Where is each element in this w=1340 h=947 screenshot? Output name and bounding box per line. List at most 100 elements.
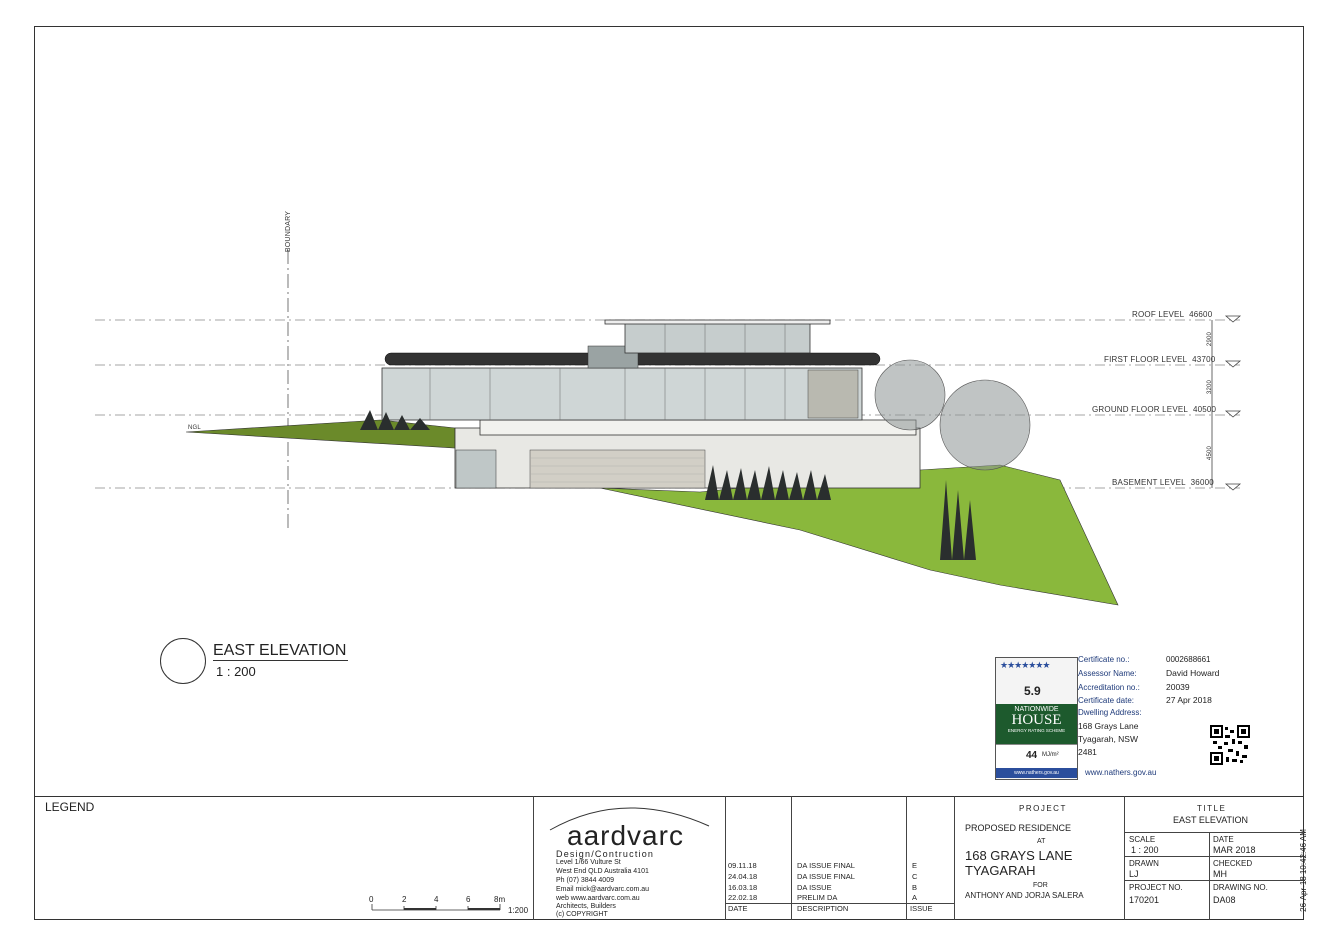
first-floor-level-label: FIRST FLOOR LEVEL 43700 [1104,355,1216,364]
revision-header-rule [725,903,954,904]
shrub-row [360,410,430,430]
project-no-label: PROJECT NO. [1129,883,1183,892]
badge-line2: HOUSE [1011,712,1062,728]
screen-panel [807,369,859,419]
cert-website: www.nathers.gov.au [1085,768,1157,777]
address-line: Tyagarah, NSW [1078,734,1138,744]
revision-issue: B [912,883,918,892]
revision-issue-header: ISSUE [910,904,933,913]
drawn-value: LJ [1129,869,1139,879]
view-scale: 1 : 200 [216,664,256,679]
star-rating: 5.9 [1024,684,1041,698]
revision-date: 22.02.18 [728,893,758,902]
address-line: 2481 [1078,747,1097,757]
date-label: DATE [1213,835,1234,844]
firm-line: Email mick@aardvarc.com.au [556,886,650,893]
firm-line: Architects, Builders [556,903,616,910]
scale-tick: 8m [494,895,506,904]
title-heading: TITLE [1197,804,1227,813]
revision-desc-header: DESCRIPTION [797,904,849,913]
east-elevation-drawing [95,250,1242,606]
ground-left [185,419,456,449]
qr-code-icon [1210,725,1250,765]
drawing-title-block: TITLE EAST ELEVATION SCALE 1 : 200 DATE … [1124,796,1305,920]
badge-line1: NATIONWIDE [1014,706,1059,713]
drawn-label: DRAWN [1129,859,1159,868]
energy-unit: MJ/m² [1042,752,1059,758]
level-marker [1224,360,1242,368]
legend-label: LEGEND [45,800,95,814]
revision-date-col [725,796,791,920]
firm-line: Level 1/66 Vulture St [556,859,621,866]
project-block: PROJECT PROPOSED RESIDENCE AT 168 GRAYS … [954,796,1124,920]
energy-value: 44 [1026,750,1038,761]
level-marker [1224,410,1242,418]
firm-line: (c) COPYRIGHT [556,911,608,918]
revision-issue-col [906,796,954,920]
level-marker [1224,315,1242,323]
firm-line: West End QLD Australia 4101 [556,868,649,875]
cert-date-value: 27 Apr 2018 [1166,695,1212,705]
firm-block: aardvarc Design/Contruction Level 1/66 V… [533,796,725,920]
revision-issue: E [912,861,918,870]
shrub-row [705,465,831,500]
revision-desc: DA ISSUE FINAL [797,861,855,870]
project-address1: 168 GRAYS LANE [965,848,1073,863]
checked-value: MH [1213,869,1227,879]
roof-level-label: ROOF LEVEL 46600 [1132,310,1213,319]
view-title: EAST ELEVATION [213,642,349,661]
revision-date: 09.11.18 [728,861,757,870]
firm-line: Ph (07) 3844 4009 [556,877,614,884]
revision-date: 16.03.18 [728,883,758,892]
basement-level-label: BASEMENT LEVEL 36000 [1112,478,1214,487]
revision-date-header: DATE [728,904,748,913]
assessor-label: Assessor Name: [1078,669,1137,678]
revision-desc-col [791,796,906,920]
dim-label: 3200 [1207,379,1214,395]
revision-issue: C [912,872,918,881]
level-marker [1224,483,1242,491]
checked-label: CHECKED [1213,859,1253,868]
upper-floor-volume [624,322,811,354]
project-address2: TYAGARAH [965,863,1036,878]
scale-label: SCALE [1129,835,1156,844]
project-heading: PROJECT [1019,804,1067,813]
dim-label: 2900 [1207,331,1214,347]
scale-value: 1 : 200 [1131,845,1159,855]
scale-tick: 2 [402,895,407,904]
scale-tick: 4 [434,895,439,904]
scale-ratio: 1:200 [508,906,529,915]
cert-date-label: Certificate date: [1078,696,1135,705]
dim-label: 4500 [1207,445,1214,461]
project-no-value: 170201 [1129,895,1160,905]
star-icons: ★★★★★★★ [1000,660,1050,670]
view-title-bubble [160,638,206,684]
basement-glazing [455,449,497,489]
badge-line3: ENERGY RATING SCHEME [1007,728,1066,733]
project-for: FOR [1033,882,1048,889]
title-value: EAST ELEVATION [1173,815,1249,825]
ground-floor-level-label: GROUND FLOOR LEVEL 40500 [1092,405,1217,414]
ngl-label: NGL [188,425,201,431]
ground-floor-volume [381,367,863,421]
scale-bar [371,904,501,911]
revision-issue: A [912,893,918,902]
ground-floor-slab [479,419,917,436]
titleblock [34,796,1304,921]
garage-door [529,449,706,489]
address-line: 168 Grays Lane [1078,721,1139,731]
boundary-label: BOUNDARY [285,210,293,253]
roof-slab [604,319,831,325]
accreditation-label: Accreditation no.: [1078,683,1140,692]
tree [874,359,946,431]
address-label: Dwelling Address: [1078,708,1142,717]
project-client: ANTHONY AND JORJA SALERA [965,891,1084,900]
drawing-no-label: DRAWING NO. [1213,883,1268,892]
date-value: MAR 2018 [1213,845,1256,855]
nathers-badge: ★★★★★★★ 5.9 NATIONWIDE HOUSE ENERGY RATI… [995,657,1078,780]
project-at: AT [1037,838,1046,845]
revision-desc: PRELIM DA [797,893,838,902]
project-line1: PROPOSED RESIDENCE [965,823,1072,833]
scale-tick: 0 [369,895,374,904]
firm-tagline: Design/Contruction [556,849,655,859]
